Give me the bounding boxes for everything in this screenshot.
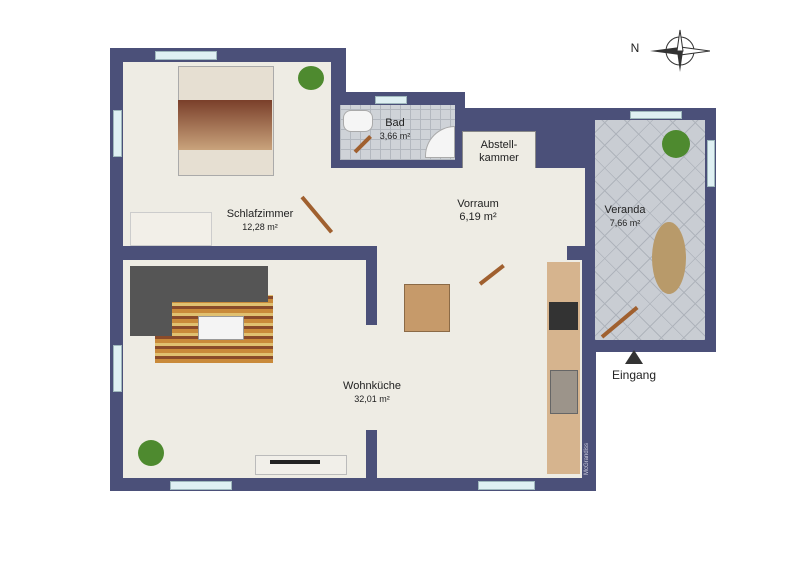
window xyxy=(155,51,217,60)
window xyxy=(113,110,122,157)
compass-north-label: N xyxy=(630,41,640,55)
watermark: McGrandiss xyxy=(584,442,590,475)
floor-hall xyxy=(331,168,585,246)
entrance-arrow-icon xyxy=(625,350,643,364)
kitchen-counter xyxy=(547,262,580,474)
wardrobe xyxy=(130,212,212,246)
coffee-table xyxy=(198,316,244,340)
stove xyxy=(549,302,578,330)
window xyxy=(478,481,535,490)
tv xyxy=(270,460,320,464)
tv-stand xyxy=(255,455,347,475)
storage-room xyxy=(462,131,536,173)
window xyxy=(113,345,122,392)
sink xyxy=(550,370,578,414)
window xyxy=(170,481,232,490)
floor-veranda xyxy=(595,120,705,340)
window xyxy=(375,96,407,104)
bathtub xyxy=(343,110,373,132)
plant-icon xyxy=(298,66,324,90)
compass-icon xyxy=(650,29,710,72)
window xyxy=(707,140,715,187)
dining-table xyxy=(404,284,450,332)
plant-icon xyxy=(662,130,690,158)
veranda-table xyxy=(652,222,686,294)
room-label-abstellkammer: Abstell-kammer xyxy=(479,139,519,164)
entrance-label: Eingang xyxy=(611,368,657,382)
plant-icon xyxy=(138,440,164,466)
window xyxy=(630,111,682,119)
bed-blanket xyxy=(178,100,272,150)
